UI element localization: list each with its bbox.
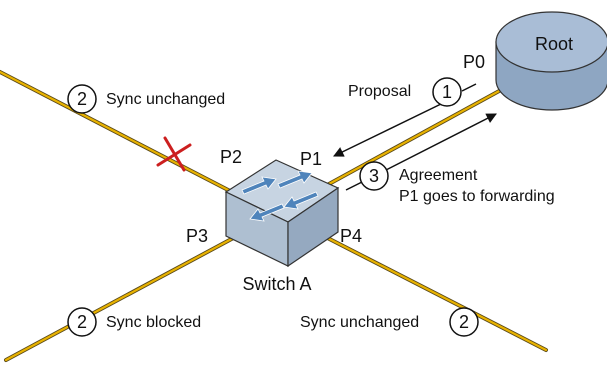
agreement-detail: P1 goes to forwarding	[399, 188, 555, 205]
proposal-arrow	[333, 103, 442, 157]
agreement-tail	[345, 181, 363, 191]
root-bridge: Root	[495, 11, 607, 111]
port-p0-label: P0	[463, 52, 485, 72]
step-circle-icon: 2	[67, 307, 97, 337]
step-circle-icon: 1	[432, 77, 462, 107]
link-lower-right	[306, 226, 548, 352]
agreement-arrow	[385, 113, 497, 171]
upper-left-step: 2	[77, 89, 87, 109]
switch-a: Switch A	[224, 159, 340, 294]
step-circle-icon: 3	[359, 161, 389, 191]
upper-left-sync-label: Sync unchanged	[106, 91, 225, 108]
proposal-step: 1	[442, 82, 452, 102]
lower-right-sync-label: Sync unchanged	[300, 314, 419, 331]
lower-left-step: 2	[77, 312, 87, 332]
blocked-x-icon	[156, 136, 192, 172]
link-root-to-switch	[316, 82, 514, 192]
agreement-step: 3	[369, 166, 379, 186]
port-p3-label: P3	[186, 226, 208, 246]
switch-arrows-icon	[241, 170, 319, 222]
link-lower-left	[4, 226, 254, 362]
proposal-label: Proposal	[348, 83, 411, 100]
port-p1-label: P1	[300, 149, 322, 169]
switch-label: Switch A	[242, 274, 311, 294]
step-circle-icon: 2	[67, 84, 97, 114]
link-upper-left	[0, 70, 234, 194]
proposal-connector	[461, 83, 477, 92]
agreement-label: Agreement	[399, 167, 478, 184]
step-circle-icon: 2	[449, 307, 479, 337]
root-label: Root	[535, 34, 573, 54]
lower-left-sync-label: Sync blocked	[106, 314, 201, 331]
port-p2-label: P2	[220, 147, 242, 167]
lower-right-step: 2	[459, 312, 469, 332]
port-p4-label: P4	[340, 226, 362, 246]
